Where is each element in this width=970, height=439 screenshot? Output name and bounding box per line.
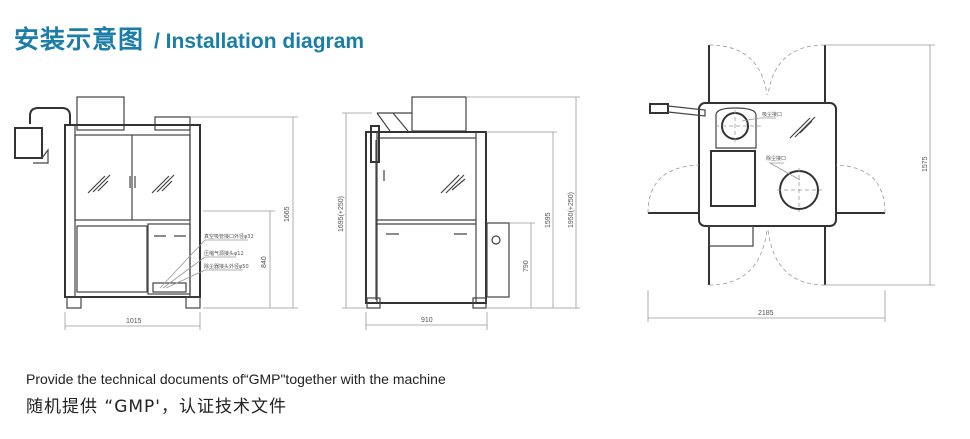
note-chinese: 随机提供 “GMP'，认证技术文件 [26, 397, 287, 417]
page-title: 安装示意图 / Installation diagram [14, 20, 364, 56]
top-box [154, 116, 191, 131]
body [698, 102, 837, 227]
monitor [14, 127, 43, 159]
top-unit [411, 96, 467, 132]
dim-side-box-height: 790 [523, 260, 530, 272]
arm [370, 125, 380, 163]
dim-front-width: 1015 [126, 318, 142, 325]
pipe [29, 107, 71, 125]
side-view: 1695(+250) 1595 1950(+250) 790 910 [338, 96, 580, 330]
dim-top-depth: 1575 [922, 156, 929, 172]
dim-front-height: 1665 [284, 206, 291, 222]
callout-vacuum: 真空吸管接口外径φ32 [204, 233, 254, 240]
callout-dust: 除尘器接头外径φ50 [204, 263, 249, 270]
dim-side-height-left: 1695(+250) [338, 196, 345, 232]
label-suction-port: 吸尘接口 [762, 111, 782, 118]
handle [649, 103, 669, 114]
top-unit [76, 96, 125, 131]
side-box [486, 222, 510, 298]
top-view: 吸尘接口 除尘接口 1575 2185 [647, 44, 935, 322]
monitor-arm [33, 148, 49, 164]
frame [365, 131, 487, 304]
dim-side-frame-height: 1595 [545, 212, 552, 228]
frame [64, 124, 201, 298]
dim-side-width: 910 [421, 317, 433, 324]
note-english: Provide the technical documents of“GMP"t… [26, 371, 446, 387]
nameplate [152, 282, 187, 293]
dim-front-work-height: 840 [261, 256, 268, 268]
title-cn: 安装示意图 [14, 25, 145, 54]
label-dust-port: 除尘接口 [766, 155, 786, 162]
box [710, 150, 756, 207]
dim-side-total-height: 1950(+250) [568, 192, 575, 228]
front-view: 真空吸管接口外径φ32 压缩气源接头φ12 除尘器接头外径φ50 1665 84… [14, 96, 298, 330]
lower-door [76, 225, 148, 293]
title-en: / Installation diagram [154, 30, 365, 53]
dim-top-width: 2185 [758, 310, 774, 317]
callout-air: 压缩气源接头φ12 [204, 250, 244, 257]
